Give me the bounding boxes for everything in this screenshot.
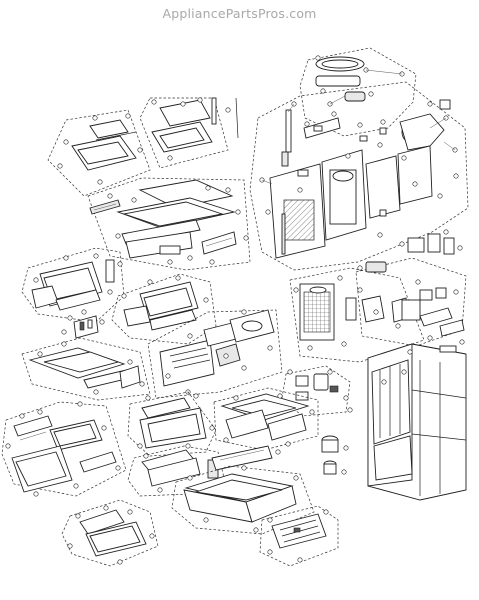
group-crisper-covers-top <box>47 97 239 197</box>
group-freezer-door-dispenser <box>249 81 469 271</box>
refrigerator-cabinet <box>367 343 467 501</box>
group-dispenser-panel <box>259 505 339 567</box>
group-refrigerator-shelf <box>21 337 151 401</box>
group-icemaker-top <box>299 47 417 137</box>
group-small-hinge-parts <box>61 315 105 339</box>
group-crisper-cover-bottom <box>61 499 159 567</box>
group-freezer-drawer <box>171 465 315 535</box>
group-drawer-rail <box>127 391 217 457</box>
group-deli-drawer-left <box>21 247 125 323</box>
group-crisper-drawer-left <box>1 401 127 497</box>
group-control-parts <box>355 229 467 347</box>
watermark: AppliancePartsPros.com <box>162 6 317 21</box>
group-chiller-shelf <box>213 387 319 451</box>
group-fan-motor <box>289 267 425 363</box>
group-middle-shelf-assembly <box>87 177 251 271</box>
group-center-drawer <box>111 273 217 345</box>
group-evaporator-cover <box>147 309 283 399</box>
group-lower-right-parts <box>439 339 465 353</box>
group-door-trim <box>127 443 281 497</box>
callouts-freezer-door <box>259 101 459 238</box>
